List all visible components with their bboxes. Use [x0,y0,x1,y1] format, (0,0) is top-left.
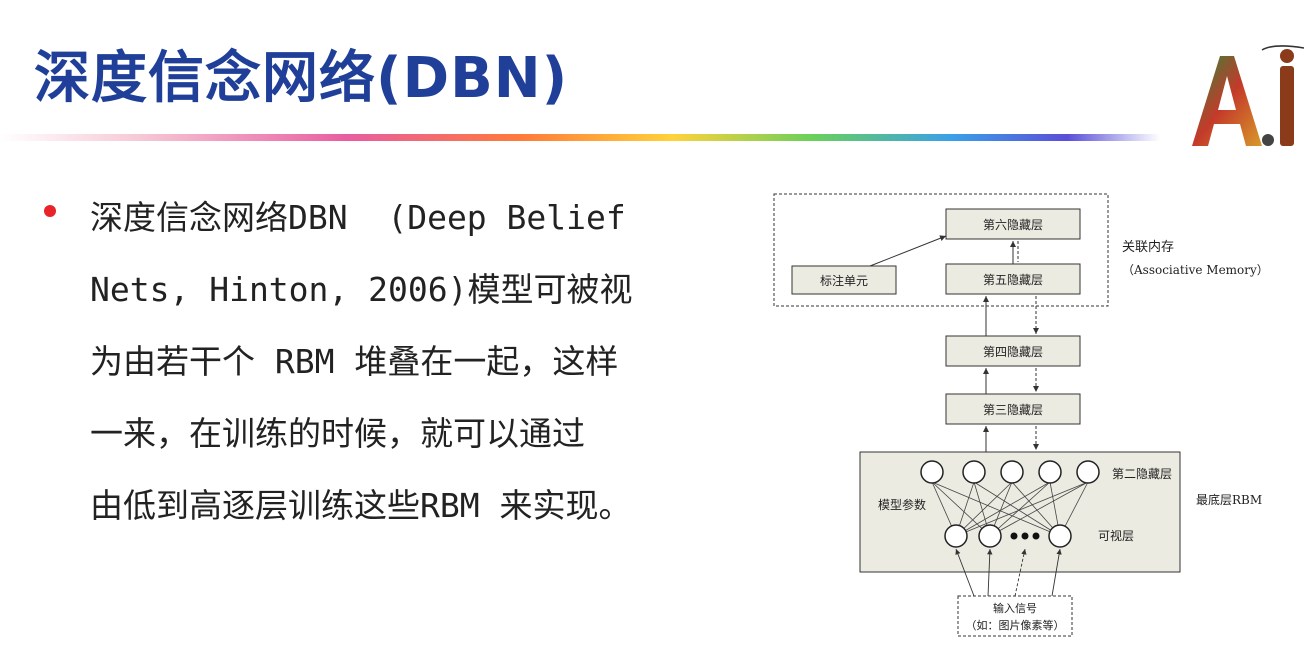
model-params-label: 模型参数 [878,497,926,512]
title-divider [0,134,1160,141]
visible-units [944,524,1072,548]
visible-layer-label: 可视层 [1098,528,1134,543]
hidden-units [920,460,1100,484]
bottom-rbm-label: 最底层RBM [1196,492,1262,507]
body-line: Nets, Hinton, 2006)模型可被视 [90,270,633,309]
layer4-box [945,335,1081,367]
visible-unit [944,524,968,548]
layer3-label: 第三隐藏层 [983,403,1043,417]
hidden-unit [1076,460,1100,484]
hidden-unit [920,460,944,484]
dbn-diagram: 第六隐藏层 第五隐藏层 标注单元 关联内存 （Associative Memor… [773,193,1269,637]
body-line: 一来，在训练的时候，就可以通过 [90,414,585,453]
arrow-label-to-layer6 [869,235,947,267]
layer6-box [945,208,1081,240]
visible-unit [1048,524,1072,548]
hidden-unit [1038,460,1062,484]
ai-logo [1192,45,1304,146]
layer5-label: 第五隐藏层 [983,273,1043,287]
assoc-title: 关联内存 [1122,239,1174,255]
layer4-label: 第四隐藏层 [983,345,1043,359]
label-unit-box [791,265,897,295]
visible-unit [978,524,1002,548]
ellipsis-dots [1010,532,1040,540]
bullet-marker [44,205,56,217]
layer5-box [945,263,1081,295]
layer3-box [945,393,1081,425]
label-unit-text: 标注单元 [820,273,868,288]
layer6-label: 第六隐藏层 [983,218,1043,232]
assoc-memory-box [773,193,1109,307]
input-line2: （如：图片像素等） [966,618,1065,632]
input-arrows [955,548,1062,597]
layer2-label: 第二隐藏层 [1112,467,1172,481]
slide-title: 深度信念网络(DBN) [34,46,569,111]
body-line: 由低到高逐层训练这些RBM 来实现。 [90,486,632,525]
assoc-sub: （Associative Memory） [1122,263,1269,277]
hidden-unit [1000,460,1024,484]
hidden-unit [962,460,986,484]
input-line1: 输入信号 [993,601,1037,615]
body-line: 为由若干个 RBM 堆叠在一起，这样 [90,342,619,381]
body-line: 深度信念网络DBN (Deep Belief [90,198,626,237]
